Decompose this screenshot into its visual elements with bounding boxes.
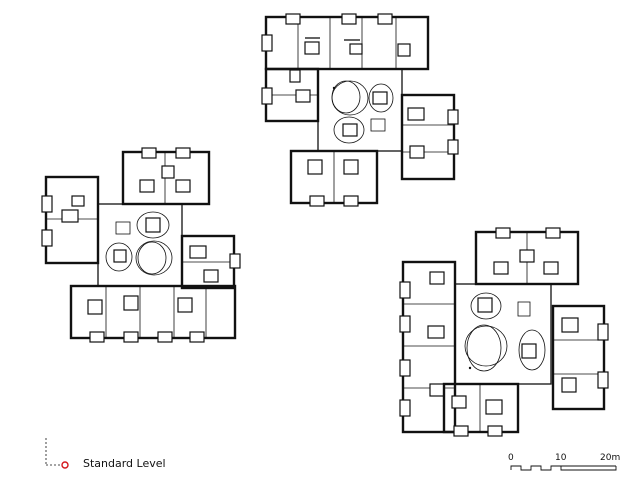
scale-bar — [510, 465, 617, 471]
wing-top-west — [261, 67, 320, 123]
wing-west-north — [121, 147, 211, 206]
wing-east-north — [474, 227, 580, 286]
courtyard-west — [97, 203, 183, 287]
wing-west-east — [180, 234, 241, 290]
courtyard-top — [317, 68, 403, 152]
building-cluster-top — [261, 13, 459, 207]
wing-top-east — [400, 93, 459, 181]
scale-tick-10: 10 — [555, 453, 567, 463]
wing-east-south — [442, 382, 520, 437]
building-cluster-west — [41, 147, 241, 343]
wing-east-east — [551, 304, 609, 411]
scale-tick-0: 0 — [508, 453, 514, 463]
wing-top-north — [261, 13, 430, 71]
wing-top-south — [289, 149, 379, 207]
wing-west-south — [69, 284, 237, 343]
legend-label: Standard Level — [83, 457, 166, 470]
wing-east-west — [399, 260, 457, 434]
level-marker-icon — [45, 438, 69, 469]
wing-west-far-west — [41, 175, 100, 265]
scale-tick-20m: 20m — [600, 453, 621, 463]
courtyard-east — [454, 283, 552, 385]
building-cluster-east — [399, 227, 609, 437]
